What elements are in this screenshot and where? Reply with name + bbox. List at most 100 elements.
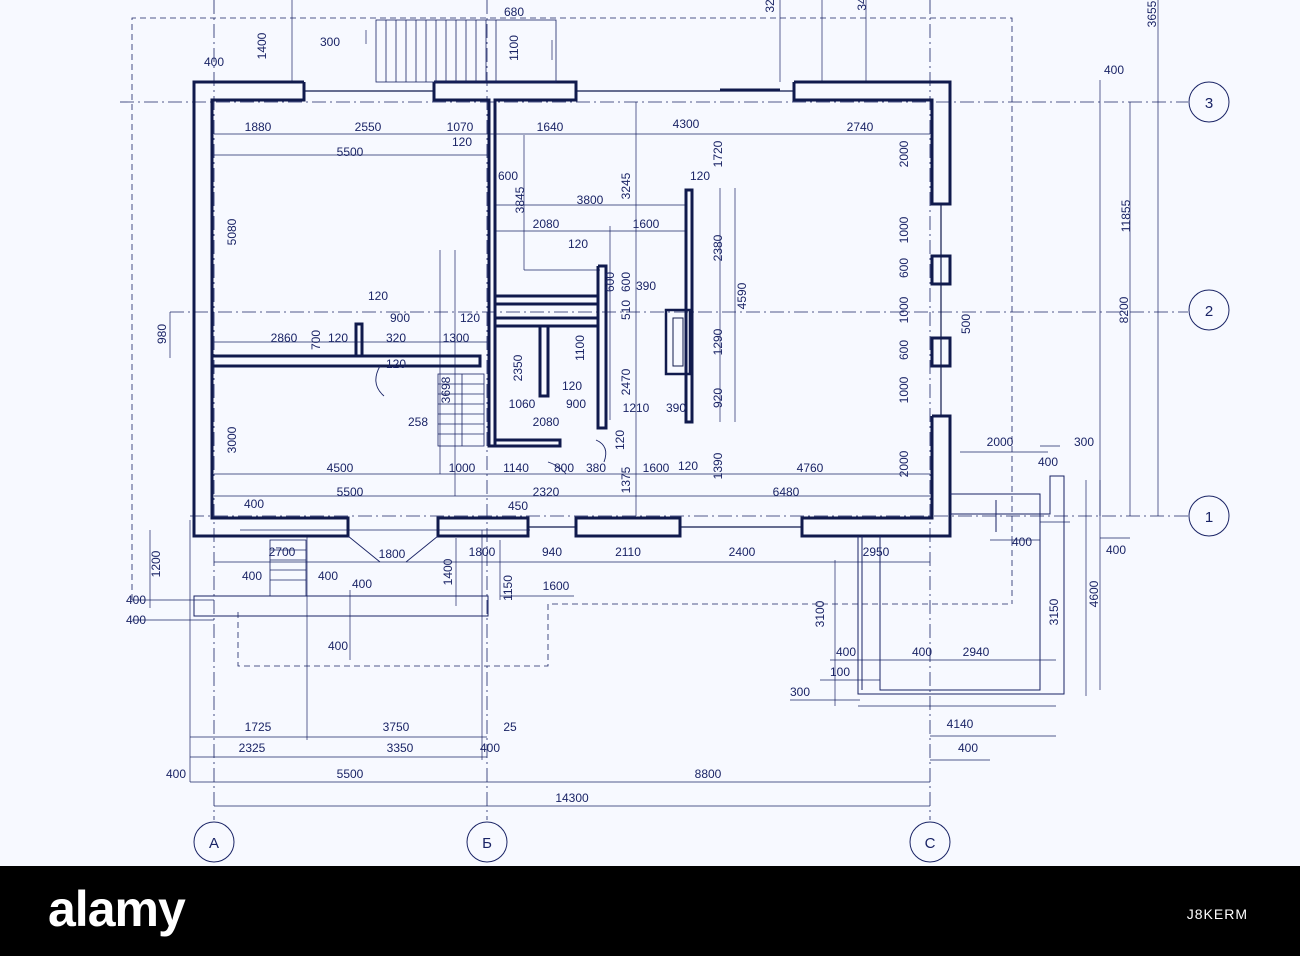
dim-label: 400 xyxy=(126,613,146,627)
image-id-label: J8KERM xyxy=(1186,906,1248,922)
dim-label: 1210 xyxy=(623,401,650,415)
dim-label: 400 xyxy=(958,741,978,755)
dim-label: 920 xyxy=(711,388,725,408)
dim-label: 2860 xyxy=(271,331,298,345)
dim-label: 400 xyxy=(242,569,262,583)
dim-label: 400 xyxy=(1104,63,1124,77)
dim-label: 3750 xyxy=(383,720,410,734)
dim-label: 1375 xyxy=(619,466,633,493)
dim-label: 25 xyxy=(503,720,517,734)
dim-label: 2320 xyxy=(533,485,560,499)
dim-label: 1150 xyxy=(501,575,515,601)
dashed-outlines xyxy=(131,17,1013,667)
dim-label: 300 xyxy=(790,685,810,699)
dim-label: 1600 xyxy=(543,579,570,593)
dim-label: 1300 xyxy=(443,331,470,345)
dim-label: 3655 xyxy=(1145,0,1159,27)
dim-label: 900 xyxy=(566,397,586,411)
dim-label: 1060 xyxy=(509,397,536,411)
dim-label: 3150 xyxy=(1047,598,1061,625)
door-swings xyxy=(347,365,607,563)
dim-label: 400 xyxy=(836,645,856,659)
dim-label: 940 xyxy=(542,545,562,559)
dim-label: 400 xyxy=(166,767,186,781)
dim-label: 2110 xyxy=(615,545,641,559)
dim-label: 1100 xyxy=(507,35,521,61)
dim-label: 1880 xyxy=(245,120,272,134)
axis-label-3: 3 xyxy=(1205,95,1213,112)
dim-label: 2550 xyxy=(355,120,382,134)
dim-label: 600 xyxy=(603,272,617,292)
dim-label: 2740 xyxy=(847,120,874,134)
dim-label: 1000 xyxy=(897,376,911,403)
dim-label: 2325 xyxy=(239,741,266,755)
dim-label: 400 xyxy=(204,55,224,69)
floor-plan-svg: 3 2 1 A Б C 680 300 400 400 1880 2550 10… xyxy=(120,0,1230,863)
dim-label: 1600 xyxy=(633,217,660,231)
dim-label: 700 xyxy=(309,330,323,350)
dim-label: 2000 xyxy=(897,450,911,477)
dim-label: 4600 xyxy=(1087,580,1101,607)
dim-label: 1400 xyxy=(255,32,269,59)
dim-label: 2950 xyxy=(863,545,890,559)
dim-label: 1070 xyxy=(447,120,474,134)
dim-label: 2000 xyxy=(987,435,1014,449)
dim-label: 400 xyxy=(912,645,932,659)
dim-label: 510 xyxy=(619,300,633,320)
dim-label: 800 xyxy=(554,461,574,475)
dim-label: 380 xyxy=(586,461,606,475)
dim-label: 3350 xyxy=(387,741,414,755)
axis-label-b: Б xyxy=(482,835,492,852)
dim-label: 4590 xyxy=(735,282,749,309)
dim-label: 120 xyxy=(328,331,348,345)
dim-label: 1640 xyxy=(537,120,564,134)
dim-label: 2080 xyxy=(533,217,560,231)
dim-label: 680 xyxy=(504,5,524,19)
dim-label: 1720 xyxy=(711,140,725,167)
dim-label: 2940 xyxy=(963,645,990,659)
dim-label: 600 xyxy=(897,258,911,278)
dim-label: 1390 xyxy=(711,452,725,479)
dim-label: 8800 xyxy=(695,767,722,781)
dim-label: 1600 xyxy=(643,461,670,475)
dim-label: 400 xyxy=(318,569,338,583)
dim-label: 120 xyxy=(368,289,388,303)
dim-label: 1200 xyxy=(149,550,163,577)
dimension-lines xyxy=(132,0,1159,807)
dim-label: 3100 xyxy=(813,600,827,627)
dim-label: 2400 xyxy=(729,545,756,559)
dim-label: 3245 xyxy=(619,172,633,199)
dim-label: 120 xyxy=(386,357,406,371)
dim-label: 900 xyxy=(390,311,410,325)
dim-label: 120 xyxy=(690,169,710,183)
dim-label: 1140 xyxy=(503,461,529,475)
dim-label: 1100 xyxy=(573,335,587,361)
axis-lines xyxy=(120,0,1188,820)
terrace xyxy=(193,475,1065,695)
dim-label: 120 xyxy=(613,430,627,450)
dim-label: 3000 xyxy=(225,426,239,453)
dim-label: 320 xyxy=(386,331,406,345)
dim-label: 120 xyxy=(460,311,480,325)
dim-label: 120 xyxy=(568,237,588,251)
axis-markers xyxy=(193,81,1230,863)
dim-label: 34 xyxy=(855,0,869,11)
dim-label: 400 xyxy=(352,577,372,591)
dim-label: 3698 xyxy=(439,376,453,403)
dim-label: 2380 xyxy=(711,234,725,261)
dim-label: 450 xyxy=(508,499,528,513)
dim-label: 120 xyxy=(678,459,698,473)
dim-label: 14300 xyxy=(555,791,589,805)
dimension-labels: 680 300 400 400 1880 2550 1070 1640 4300… xyxy=(126,0,1159,805)
dim-label: 980 xyxy=(155,324,169,344)
dim-label: 1000 xyxy=(449,461,476,475)
fireplace xyxy=(664,308,692,376)
dim-label: 2470 xyxy=(619,368,633,395)
brand-logo: alamy xyxy=(48,881,186,937)
dim-label: 300 xyxy=(320,35,340,49)
dim-label: 400 xyxy=(328,639,348,653)
dim-label: 3800 xyxy=(577,193,604,207)
dim-label: 4300 xyxy=(673,117,700,131)
dim-label: 1000 xyxy=(897,296,911,323)
dim-label: 3845 xyxy=(513,186,527,213)
